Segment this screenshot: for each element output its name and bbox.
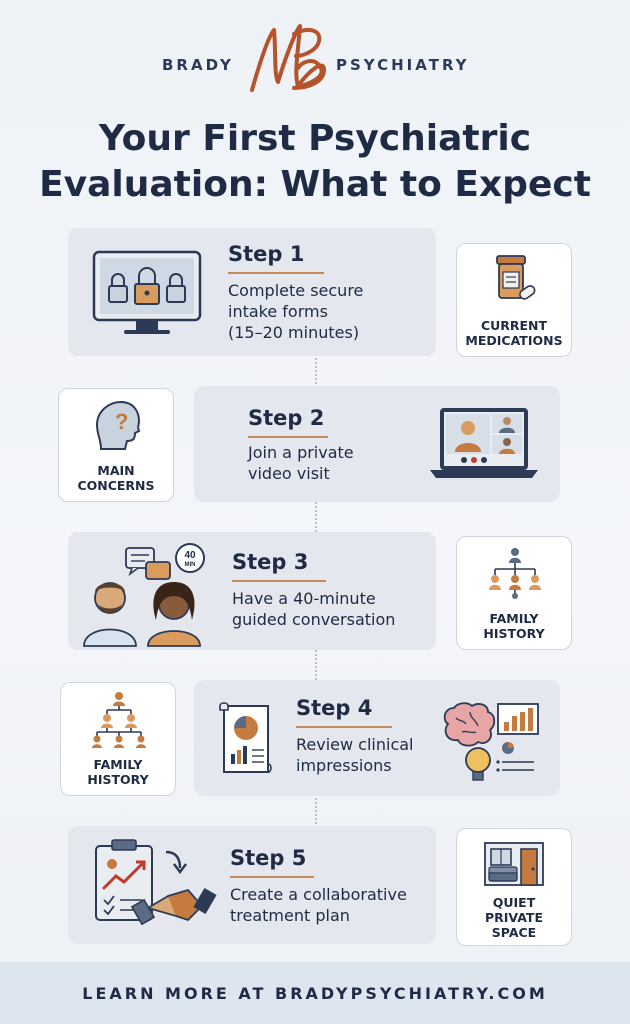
side-note-2-line-1: MAIN xyxy=(97,463,135,478)
title-line-2: Evaluation: What to Expect xyxy=(39,164,591,205)
step-1-underline xyxy=(228,272,324,274)
brand-name-right: PSYCHIATRY xyxy=(336,56,470,74)
step-4-title: Step 4 xyxy=(296,696,373,720)
clipboard-handshake-icon xyxy=(95,839,217,926)
step-5-card: Step 5 Create a collaborative treatment … xyxy=(68,826,436,944)
side-note-current-medications: CURRENT MEDICATIONS xyxy=(456,243,572,357)
family-tree-icon xyxy=(92,692,146,748)
side-note-3-line-2: HISTORY xyxy=(483,626,545,641)
step-3-desc-line-2: guided conversation xyxy=(232,610,396,629)
footer-banner: LEARN MORE AT BRADYPSYCHIATRY.COM xyxy=(0,962,630,1024)
side-note-4-line-2: HISTORY xyxy=(87,772,149,787)
step-3-card: 40 MIN Step 3 Have a 40-minute guided co… xyxy=(68,532,436,650)
footer-website-link[interactable]: LEARN MORE AT BRADYPSYCHIATRY.COM xyxy=(82,984,548,1003)
step-1-card: Step 1 Complete secure intake forms (15–… xyxy=(68,228,436,356)
step-5-desc-line-2: treatment plan xyxy=(230,906,350,925)
head-question-icon: ? xyxy=(95,400,141,450)
step-1-description: Complete secure intake forms (15–20 minu… xyxy=(228,280,363,343)
infographic-page: BRADY PSYCHIATRY Your First Psychiatric … xyxy=(0,0,630,962)
duration-badge-number: 40 xyxy=(184,550,196,561)
side-note-4-line-1: FAMILY xyxy=(93,757,143,772)
step-4-card: Step 4 Review clinical impressions xyxy=(194,680,560,796)
page-title: Your First Psychiatric Evaluation: What … xyxy=(0,116,630,208)
step-5-description: Create a collaborative treatment plan xyxy=(230,884,407,926)
step-5-title: Step 5 xyxy=(230,846,307,870)
brand-header: BRADY PSYCHIATRY xyxy=(0,24,630,110)
side-note-5-line-3: SPACE xyxy=(491,925,537,940)
family-tree-icon xyxy=(489,548,541,599)
step-2-card: Step 2 Join a private video visit xyxy=(194,386,560,502)
svg-text:?: ? xyxy=(115,409,128,434)
step-5-underline xyxy=(230,876,314,878)
quiet-room-icon xyxy=(484,842,544,886)
step-5-desc-line-1: Create a collaborative xyxy=(230,885,407,904)
side-note-5-line-2: PRIVATE xyxy=(484,910,544,925)
step-2-desc-line-2: video visit xyxy=(248,464,330,483)
secure-computer-icon xyxy=(92,250,202,334)
side-note-3-line-1: FAMILY xyxy=(489,611,539,626)
report-document-icon xyxy=(219,702,272,773)
step-4-description: Review clinical impressions xyxy=(296,734,414,776)
side-note-main-concerns: ? MAIN CONCERNS xyxy=(58,388,174,502)
side-note-1-line-2: MEDICATIONS xyxy=(465,333,563,348)
step-4-underline xyxy=(296,726,392,728)
brain-insight-icon xyxy=(443,702,539,781)
duration-badge-unit: MIN xyxy=(185,562,196,568)
step-1-desc-line-1: Complete secure xyxy=(228,281,364,300)
side-note-2-line-2: CONCERNS xyxy=(77,478,155,493)
step-2-title: Step 2 xyxy=(248,406,325,430)
step-3-desc-line-1: Have a 40-minute xyxy=(232,589,376,608)
side-note-5-line-1: QUIET xyxy=(492,895,536,910)
title-line-1: Your First Psychiatric xyxy=(98,118,532,159)
step-1-desc-line-3: (15–20 minutes) xyxy=(228,323,360,342)
side-note-1-line-1: CURRENT xyxy=(480,318,548,333)
step-4-desc-line-1: Review clinical xyxy=(296,735,414,754)
step-3-title: Step 3 xyxy=(232,550,309,574)
conversation-people-icon: 40 MIN xyxy=(83,543,205,647)
step-3-description: Have a 40-minute guided conversation xyxy=(232,588,395,630)
brand-name-left: BRADY xyxy=(162,56,234,74)
step-1-title: Step 1 xyxy=(228,242,305,266)
step-2-description: Join a private video visit xyxy=(248,442,354,484)
step-4-desc-line-2: impressions xyxy=(296,756,392,775)
side-note-quiet-private-space: QUIET PRIVATE SPACE xyxy=(456,828,572,946)
pill-bottle-icon xyxy=(496,255,536,300)
step-2-underline xyxy=(248,436,328,438)
step-1-desc-line-2: intake forms xyxy=(228,302,328,321)
side-note-family-history-1: FAMILY HISTORY xyxy=(456,536,572,650)
step-2-desc-line-1: Join a private xyxy=(248,443,354,462)
brand-monogram-logo xyxy=(250,24,326,92)
step-3-underline xyxy=(232,580,326,582)
video-call-laptop-icon xyxy=(430,408,538,478)
side-note-family-history-2: FAMILY HISTORY xyxy=(60,682,176,796)
